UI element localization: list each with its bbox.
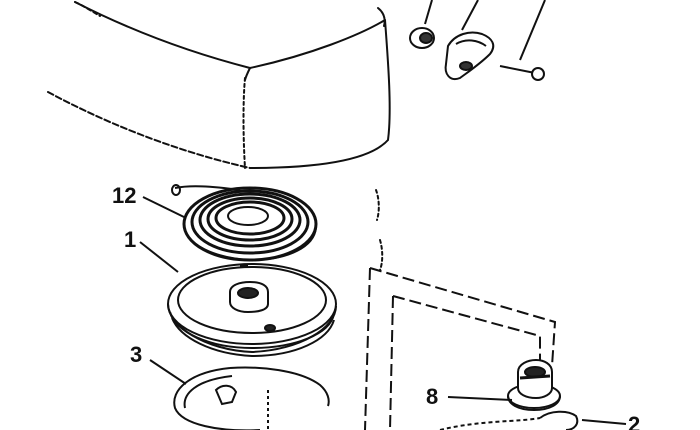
callout-8: 8 xyxy=(426,384,438,409)
callout-2: 2 xyxy=(628,412,640,430)
screw-part xyxy=(499,0,546,81)
leader-lines xyxy=(139,196,627,425)
dashed-assembly-outline xyxy=(364,267,557,430)
callout-12: 12 xyxy=(112,183,136,208)
starter-pulley xyxy=(167,263,337,358)
bushing-part xyxy=(409,0,435,49)
pawl-part xyxy=(507,358,561,412)
recoil-spring xyxy=(171,184,318,262)
callout-labels: 12 1 3 8 2 xyxy=(112,183,640,430)
handle-part xyxy=(444,0,495,80)
callout-3: 3 xyxy=(130,342,142,367)
callout-1: 1 xyxy=(124,227,136,252)
starter-rope xyxy=(173,366,330,430)
spring-clip-part xyxy=(439,410,579,430)
engine-cover xyxy=(47,1,391,271)
